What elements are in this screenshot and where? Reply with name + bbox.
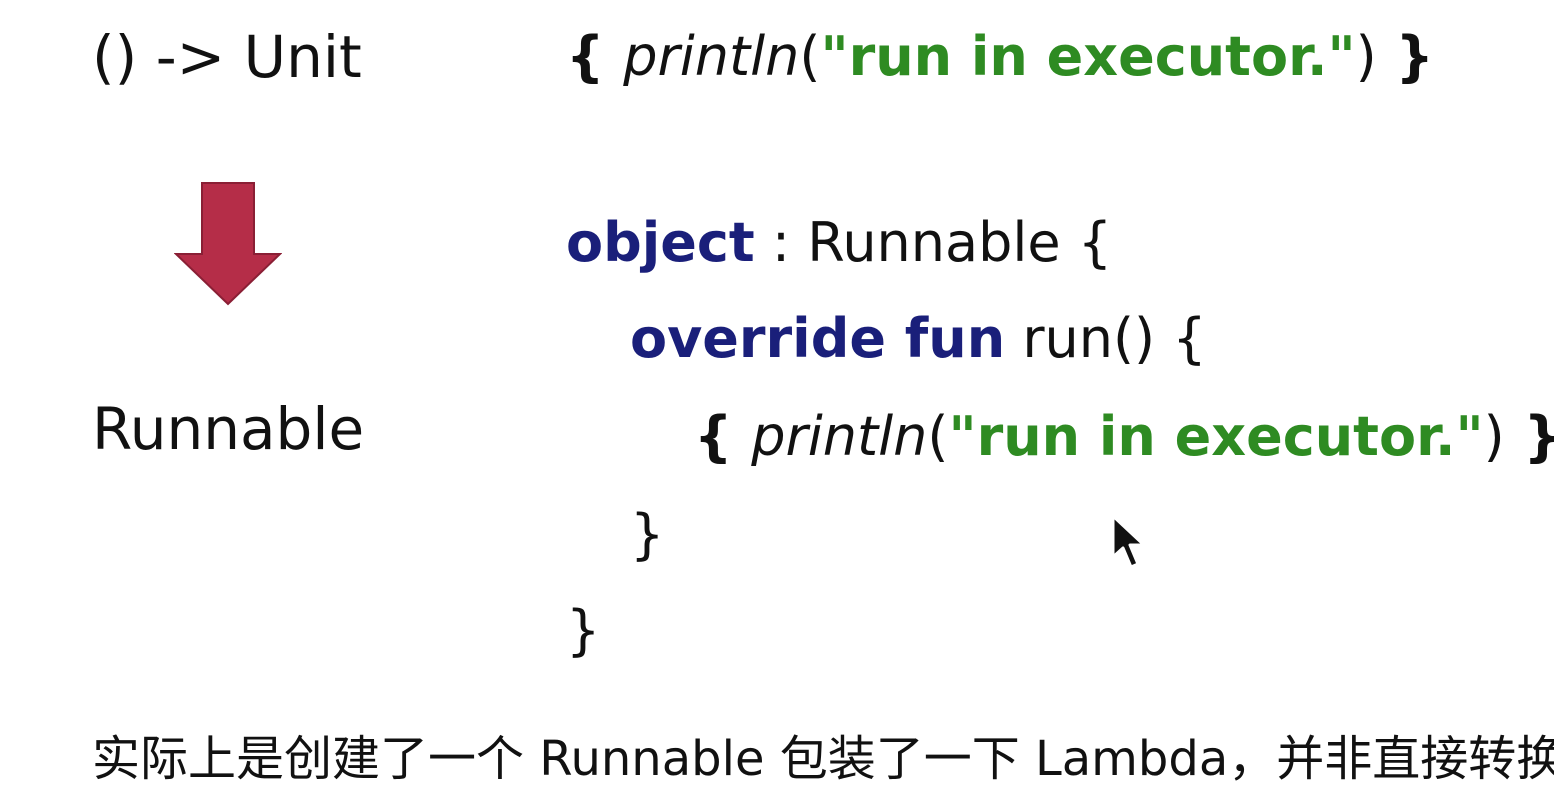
inner-println-fn: println bbox=[751, 405, 928, 468]
override-code-line: override fun run() { bbox=[630, 312, 1207, 366]
close-brace: } bbox=[1376, 25, 1434, 88]
type-signature-label: () -> Unit bbox=[92, 23, 362, 91]
inner-lambda-code-line: { println("run in executor.") }() bbox=[694, 410, 1554, 464]
object-keyword: object bbox=[566, 211, 755, 274]
override-rest: run() { bbox=[1005, 307, 1207, 370]
down-arrow-icon bbox=[174, 182, 282, 306]
inner-close-brace-invoke: }() bbox=[1505, 405, 1554, 468]
lambda-code-line: { println("run in executor.") } bbox=[566, 30, 1434, 84]
println-fn: println bbox=[623, 25, 800, 88]
object-code-line: object : Runnable { bbox=[566, 216, 1112, 270]
runnable-label: Runnable bbox=[92, 395, 365, 463]
mouse-pointer-icon bbox=[1111, 514, 1146, 569]
close-paren: ) bbox=[1355, 25, 1377, 88]
object-rest: : Runnable { bbox=[754, 211, 1113, 274]
close-outer-brace-line: } bbox=[566, 599, 601, 662]
close-inner-brace-line: } bbox=[630, 503, 665, 566]
open-brace: { bbox=[566, 25, 624, 88]
inner-open-brace: { bbox=[694, 405, 752, 468]
open-paren: ( bbox=[799, 25, 821, 88]
inner-string-literal: "run in executor." bbox=[948, 405, 1484, 468]
override-fun-keyword: override fun bbox=[630, 307, 1006, 370]
inner-close-paren: ) bbox=[1483, 405, 1505, 468]
string-literal: "run in executor." bbox=[820, 25, 1356, 88]
caption-text: 实际上是创建了一个 Runnable 包装了一下 Lambda，并非直接转换 bbox=[92, 731, 1554, 787]
inner-open-paren: ( bbox=[927, 405, 949, 468]
